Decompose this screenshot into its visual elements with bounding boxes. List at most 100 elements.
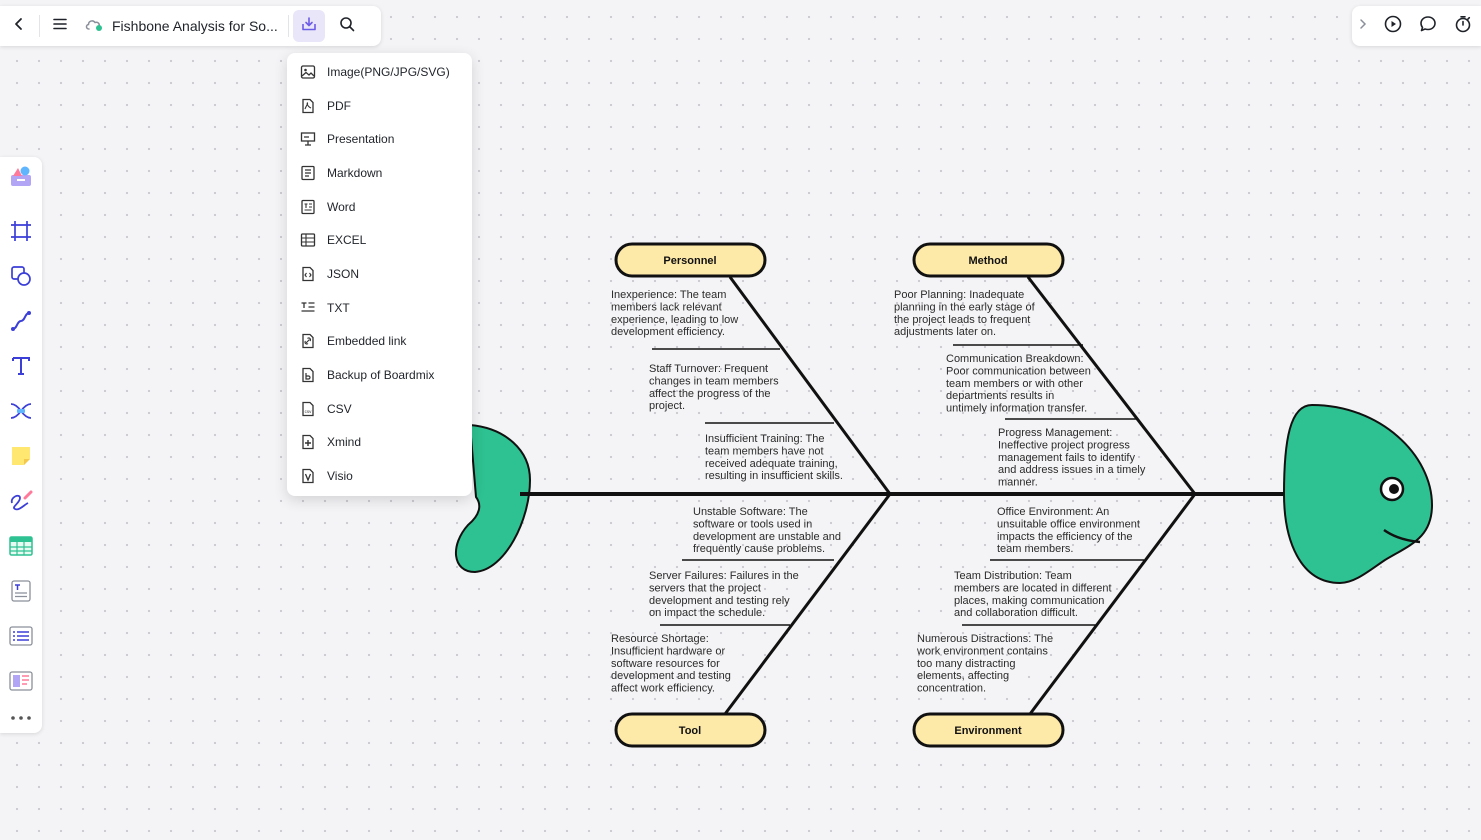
presentation-icon (300, 131, 316, 147)
text-icon (9, 354, 33, 383)
export-option-label: Word (327, 199, 356, 214)
comment-button[interactable] (1410, 10, 1445, 42)
back-button[interactable] (3, 10, 35, 42)
timer-button[interactable] (1446, 10, 1481, 42)
cause-line: too many distracting (917, 658, 1015, 670)
export-option-excel[interactable]: EXCEL (287, 223, 472, 257)
export-option-visio[interactable]: Visio (287, 459, 472, 493)
cause-line: team members or with other (946, 378, 1083, 390)
cause-line: experience, leading to low (611, 314, 738, 326)
chevron-left-icon (11, 16, 27, 37)
cause-line: planning in the early stage of (894, 301, 1036, 313)
cause-line: untimely information transfer. (946, 403, 1087, 415)
cause-line: Numerous Distractions: The (917, 633, 1053, 645)
bone-tool (723, 493, 892, 715)
export-button[interactable] (292, 10, 325, 42)
hamburger-icon (52, 16, 68, 37)
present-button[interactable] (1375, 10, 1410, 42)
export-option-xmind[interactable]: Xmind (287, 426, 472, 460)
more-tools-button[interactable] (5, 703, 37, 735)
shape-button[interactable] (5, 262, 37, 294)
cause-line: software resources for (611, 658, 720, 670)
search-button[interactable] (331, 10, 363, 42)
fish-head[interactable] (1282, 403, 1434, 585)
templates-button[interactable] (5, 162, 37, 194)
export-option-word[interactable]: Word (287, 190, 472, 224)
cause-label-method[interactable]: Communication Breakdown:Poor communicati… (946, 353, 1091, 415)
cause-line: and collaboration difficult. (954, 607, 1078, 619)
sticky-note-button[interactable] (5, 442, 37, 474)
list-button[interactable] (5, 622, 37, 654)
category-box[interactable] (912, 242, 1065, 278)
table-button[interactable] (5, 532, 37, 564)
json-icon (300, 266, 316, 282)
pdf-icon (300, 98, 316, 114)
xmind-icon (300, 434, 316, 450)
cause-line: on impact the schedule. (649, 607, 765, 619)
connector-button[interactable] (5, 307, 37, 339)
collapse-button[interactable] (1352, 10, 1375, 42)
play-icon (1384, 15, 1402, 38)
cause-label-tool[interactable]: Resource Shortage:Insufficient hardware … (611, 633, 731, 695)
export-option-markdown[interactable]: Markdown (287, 156, 472, 190)
connector-icon (9, 309, 33, 338)
mindmap-button[interactable] (5, 397, 37, 429)
export-option-embedded-link[interactable]: Embedded link (287, 325, 472, 359)
document-title[interactable]: Fishbone Analysis for So... (112, 18, 278, 34)
cause-line: departments results in (946, 390, 1054, 402)
category-personnel[interactable]: Personnel (614, 242, 767, 278)
export-option-label: TXT (327, 300, 350, 315)
visio-icon (300, 468, 316, 484)
shape-icon (9, 264, 33, 293)
cause-line: Insufficient hardware or (611, 645, 725, 657)
export-option-presentation[interactable]: Presentation (287, 122, 472, 156)
export-option-txt[interactable]: TXT (287, 291, 472, 325)
category-box[interactable] (912, 712, 1065, 748)
export-option-json[interactable]: JSON (287, 257, 472, 291)
export-option-label: Markdown (327, 165, 383, 180)
export-option-pdf[interactable]: PDF (287, 89, 472, 123)
frame-button[interactable] (5, 217, 37, 249)
cause-line: Server Failures: Failures in the (649, 570, 799, 582)
category-environment[interactable]: Environment (912, 712, 1065, 748)
cause-line: team members. (997, 543, 1073, 555)
cause-line: Team Distribution: Team (954, 570, 1072, 582)
more-icon (9, 710, 33, 728)
cause-line: Resource Shortage: (611, 633, 709, 645)
export-option-backup-of-boardmix[interactable]: Backup of Boardmix (287, 358, 472, 392)
txt-icon (300, 300, 316, 316)
layout-button[interactable] (5, 667, 37, 699)
category-tool[interactable]: Tool (614, 712, 767, 748)
fish-tail[interactable] (454, 423, 532, 574)
text-document-button[interactable] (5, 577, 37, 609)
bone-environment (1028, 493, 1197, 715)
markdown-icon (300, 165, 316, 181)
cause-line: received adequate training, (705, 458, 838, 470)
export-option-image-png-jpg-svg[interactable]: Image(PNG/JPG/SVG) (287, 55, 472, 89)
category-method[interactable]: Method (912, 242, 1065, 278)
menu-button[interactable] (44, 10, 76, 42)
text-button[interactable] (5, 352, 37, 384)
cause-line: software or tools used in (693, 518, 812, 530)
pen-button[interactable] (5, 487, 37, 519)
cloud-sync-icon (84, 16, 104, 37)
cause-line: manner. (998, 477, 1038, 489)
category-box[interactable] (614, 712, 767, 748)
cause-line: members lack relevant (611, 301, 722, 313)
left-toolbar (0, 157, 42, 733)
cause-line: Communication Breakdown: (946, 353, 1084, 365)
category-box[interactable] (614, 242, 767, 278)
cause-line: impacts the efficiency of the (997, 531, 1133, 543)
cause-label-method[interactable]: Progress Management:Ineffective project … (998, 427, 1146, 489)
